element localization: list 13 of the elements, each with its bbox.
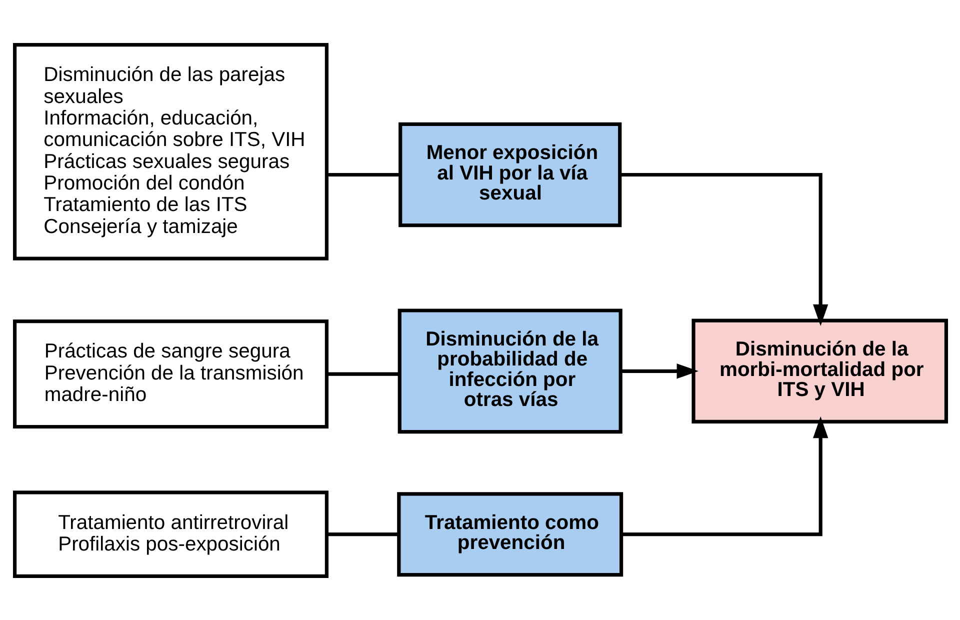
connector — [326, 172, 400, 176]
arrow — [620, 363, 698, 378]
node-box: Disminución de la morbi-mortalidad por ITS y VIH — [691, 318, 948, 423]
node-box: Menor exposición al VIH por la vía sexual — [398, 122, 622, 227]
arrow — [620, 172, 828, 326]
connector — [326, 372, 399, 376]
node-box: Disminución de las parejas sexuales Información, educación, comunicación sobre ITS, VIH Prácticas sexuales seguras Promoción del condón Tratamiento de las ITS Consejería y tamizaje — [12, 42, 328, 260]
node-box: Disminución de la probabilidad de infección por otras vías — [397, 308, 622, 434]
node-box: Tratamiento como prevención — [396, 492, 623, 576]
node-box: Tratamiento antirretroviral Profilaxis pos-exposición — [12, 490, 328, 578]
node-box: Prácticas de sangre segura Prevención de la transmisión madre-niño — [12, 319, 328, 428]
arrow — [620, 416, 828, 536]
connector — [326, 532, 398, 536]
